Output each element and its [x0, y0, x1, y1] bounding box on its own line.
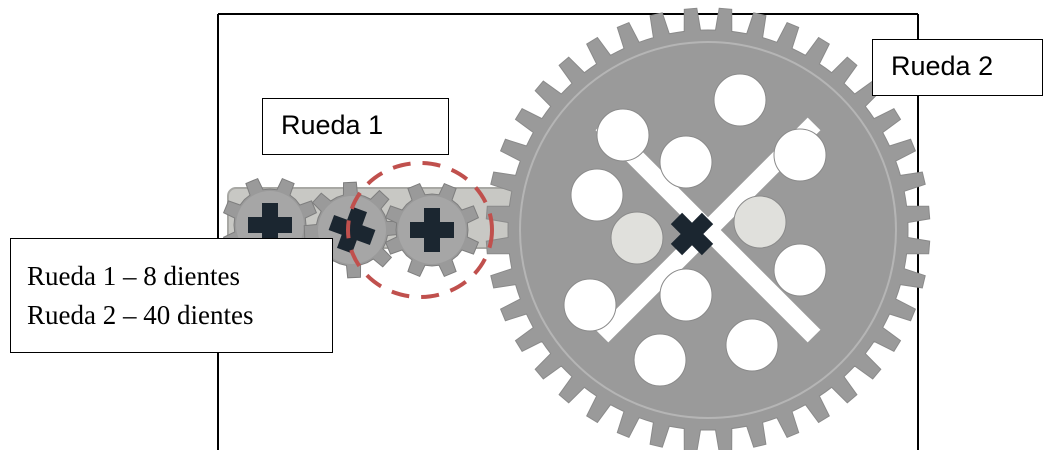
gear1-label-box: Rueda 1	[262, 98, 449, 155]
teeth-info-box: Rueda 1 – 8 dientes Rueda 2 – 40 dientes	[10, 238, 333, 353]
info-line-2: Rueda 2 – 40 dientes	[27, 300, 254, 330]
large-gear-hole	[659, 268, 713, 322]
small-gear-axle	[248, 203, 292, 247]
info-line-1: Rueda 1 – 8 dientes	[27, 261, 240, 291]
gear2-label: Rueda 2	[891, 51, 994, 81]
large-gear-rim	[519, 41, 897, 419]
large-gear	[485, 7, 931, 450]
large-gear-hole	[610, 211, 664, 265]
small-gear	[384, 182, 480, 278]
large-gear-hole	[773, 243, 827, 297]
highlight-circle	[346, 161, 494, 299]
small-gear-axle	[410, 208, 454, 252]
large-gear-hole	[563, 278, 617, 332]
large-gear-hole	[570, 168, 624, 222]
large-gear-spoke	[595, 117, 821, 343]
gear2-label-box: Rueda 2	[872, 39, 1043, 96]
large-gear-hole	[596, 108, 650, 162]
small-gear-axle	[328, 206, 376, 254]
large-gear-hole	[633, 333, 687, 387]
large-gear-hole	[659, 135, 713, 189]
gear1-label: Rueda 1	[281, 110, 384, 140]
large-gear-hole	[713, 73, 767, 127]
large-gear-hole	[733, 195, 787, 249]
large-gear-hole	[773, 128, 827, 182]
large-gear-axle	[670, 212, 714, 256]
large-gear-hole	[725, 318, 779, 372]
